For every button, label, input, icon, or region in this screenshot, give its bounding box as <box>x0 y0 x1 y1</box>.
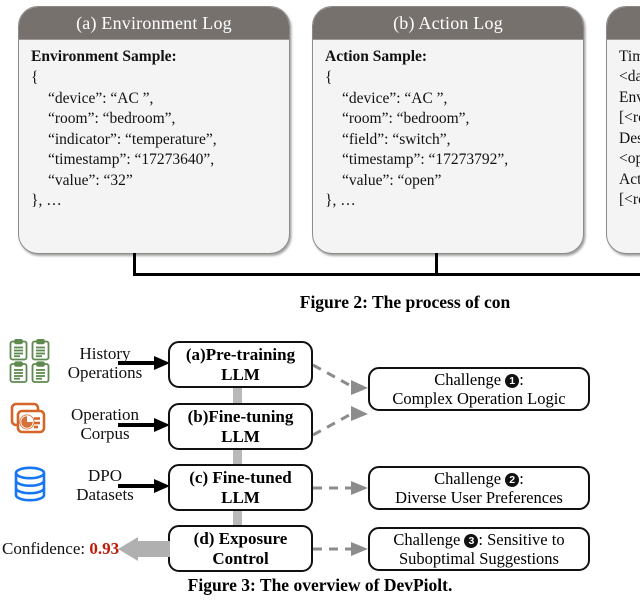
challenge-line1-prefix: Challenge <box>434 468 506 488</box>
environment-log-card: (a) Environment Log Environment Sample: … <box>18 6 290 254</box>
challenge-line1-prefix: Challenge <box>434 369 506 389</box>
challenge-number-icon: 3 <box>464 533 479 548</box>
challenge-number-icon: 2 <box>505 472 520 487</box>
source-label-dpo-datasets: DPO Datasets <box>55 466 155 504</box>
json-line: “field”: “switch”, <box>342 130 451 148</box>
stage-tag: (d) <box>193 529 215 549</box>
json-line: “timestamp”: “17273792”, <box>342 151 509 169</box>
figure-2-caption: Figure 2: The process of con <box>299 292 511 312</box>
environment-sample-title: Environment Sample: <box>31 48 177 65</box>
challenge-line2: Complex Operation Logic <box>392 389 566 408</box>
json-line: “value”: “32” <box>48 171 133 189</box>
template-line: Tim <box>619 48 640 65</box>
template-line: Desc <box>619 129 640 147</box>
source-label-line2: Corpus <box>80 424 130 444</box>
stage-box-pre-training-llm[interactable]: (a)Pre-training LLM <box>168 341 313 388</box>
json-line: }, … <box>31 192 62 210</box>
stage-line2: LLM <box>221 364 260 384</box>
stage-line1: Fine-tuned <box>212 468 292 488</box>
arrow-exposure-to-confidence <box>118 537 170 561</box>
challenge-line2: Suboptimal Suggestions <box>399 549 559 568</box>
stage-line2: Control <box>212 548 269 568</box>
stage-line1: Fine-tuning <box>208 407 294 427</box>
challenge-line1-suffix: : Sensitive to <box>478 529 565 549</box>
arrow-finetuned-to-challenge2 <box>313 481 368 495</box>
template-line: Acti <box>619 170 640 188</box>
stage-box-fine-tuning-llm[interactable]: (b)Fine-tuning LLM <box>168 403 313 450</box>
challenge-box-2[interactable]: Challenge 2: Diverse User Preferences <box>368 466 590 510</box>
json-line: { <box>325 69 333 87</box>
environment-log-body: Environment Sample: { “device”: “AC ”, “… <box>19 39 289 212</box>
database-icon <box>10 464 50 504</box>
challenge-line1-prefix: Challenge <box>393 529 465 549</box>
prompt-template-card: Tim <dat Env [<ro Desc <ope Acti [<ro <box>606 6 640 254</box>
arrow-finetuning-to-challenge1 <box>313 406 368 437</box>
figure-2-container: (a) Environment Log Environment Sample: … <box>18 6 640 312</box>
confidence-output: Confidence: 0.93 <box>2 539 119 559</box>
source-label-line1: DPO <box>87 466 122 485</box>
connector-horizontal <box>133 273 640 276</box>
json-line: “device”: “AC ”, <box>342 89 448 107</box>
figure-3-container: History Operations Operation Corpus DPO … <box>0 325 640 606</box>
source-label-line1: History <box>79 344 131 363</box>
template-line: Env <box>619 88 640 106</box>
action-log-body: Action Sample: { “device”: “AC ”, “room”… <box>313 39 583 212</box>
template-line: [<ro <box>619 191 640 209</box>
stage-box-exposure-control[interactable]: (d) Exposure Control <box>168 525 313 572</box>
stage-line1: Pre-training <box>205 345 296 365</box>
json-line: “room”: “bedroom”, <box>48 110 176 128</box>
source-label-line2: Datasets <box>76 485 134 505</box>
arrow-pretraining-to-challenge1 <box>313 363 368 395</box>
challenge-number-icon: 1 <box>505 373 520 388</box>
challenge-line2: Diverse User Preferences <box>395 488 563 507</box>
stage-box-fine-tuned-llm[interactable]: (c) Fine-tuned LLM <box>168 464 313 511</box>
template-line: <dat <box>619 68 640 86</box>
template-line: [<ro <box>619 109 640 127</box>
json-line: “timestamp”: “17273640”, <box>48 151 215 169</box>
action-log-header: (b) Action Log <box>313 7 583 39</box>
prompt-template-body: Tim <dat Env [<ro Desc <ope Acti [<ro <box>607 39 640 211</box>
slides-card-icon <box>10 402 54 444</box>
stage-tag: (a) <box>185 345 206 365</box>
json-line: “room”: “bedroom”, <box>342 110 470 128</box>
stage-line2: LLM <box>221 487 260 507</box>
challenge-line1-suffix: : <box>519 468 524 488</box>
json-line: “indicator”: “temperature”, <box>48 130 217 148</box>
arrow-dpo-to-finetuned <box>118 479 170 493</box>
environment-log-header: (a) Environment Log <box>19 7 289 39</box>
challenge-line1-suffix: : <box>519 369 524 389</box>
clipboards-icon <box>8 339 54 385</box>
source-label-line1: Operation <box>71 405 139 424</box>
challenge-box-3[interactable]: Challenge 3: Sensitive to Suboptimal Sug… <box>368 527 590 571</box>
challenge-box-1[interactable]: Challenge 1: Complex Operation Logic <box>368 367 590 411</box>
arrow-exposure-to-challenge3 <box>313 542 368 556</box>
stage-connector-b-c <box>233 449 242 465</box>
stage-tag: (c) <box>189 468 209 488</box>
stage-line2: LLM <box>221 426 260 446</box>
connector-vertical-a <box>133 253 136 275</box>
action-sample-title: Action Sample: <box>325 48 428 65</box>
arrow-history-to-pretraining <box>118 356 170 370</box>
confidence-label: Confidence: <box>2 539 90 558</box>
source-label-operation-corpus: Operation Corpus <box>55 405 155 443</box>
figure-3-caption: Figure 3: The overview of DevPiolt. <box>187 575 453 595</box>
source-label-line2: Operations <box>67 363 143 383</box>
arrow-corpus-to-finetuning <box>118 418 170 432</box>
confidence-value: 0.93 <box>89 539 120 558</box>
json-line: “value”: “open” <box>342 171 442 189</box>
connector-vertical-b <box>435 253 438 275</box>
stage-tag: (b) <box>187 407 209 427</box>
stage-connector-c-d <box>233 510 242 526</box>
json-line: }, … <box>325 192 356 210</box>
json-line: { <box>31 69 39 87</box>
stage-connector-a-b <box>233 388 242 404</box>
stage-line1: Exposure <box>218 529 288 549</box>
prompt-template-header <box>607 7 640 39</box>
json-line: “device”: “AC ”, <box>48 89 154 107</box>
source-label-history-operations: History Operations <box>55 344 155 382</box>
template-line: <ope <box>619 150 640 168</box>
action-log-card: (b) Action Log Action Sample: { “device”… <box>312 6 584 254</box>
